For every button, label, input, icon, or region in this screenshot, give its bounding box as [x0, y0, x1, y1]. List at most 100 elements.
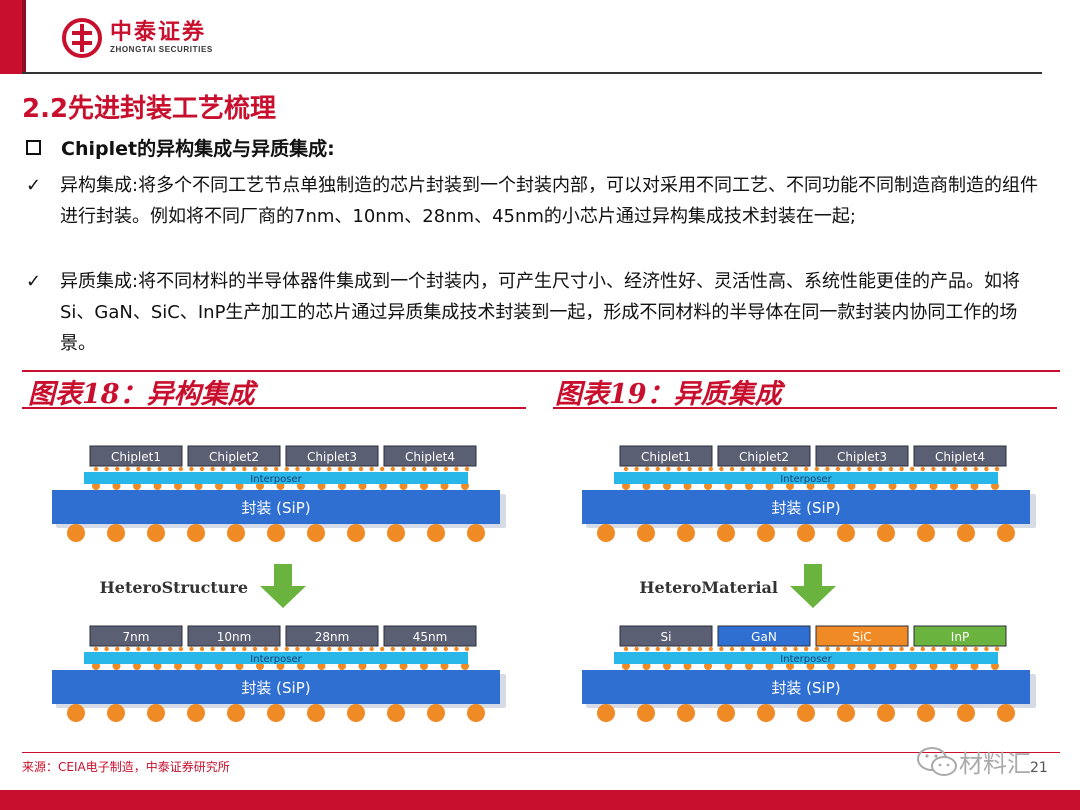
chip-bump [274, 646, 279, 652]
chip-bump [284, 466, 289, 472]
chip-bump [867, 466, 872, 472]
chiplet-label: Chiplet3 [307, 450, 357, 464]
chip-bump [761, 466, 766, 472]
solder-bump [147, 524, 165, 542]
chip-bump [411, 646, 417, 652]
solder-bump [917, 704, 935, 722]
chiplet-die [815, 445, 909, 467]
interposer-label: Interposer [780, 654, 832, 665]
chip-bump [348, 466, 353, 472]
chip-bump [814, 466, 819, 472]
interposer [84, 472, 468, 484]
chip-bump [252, 466, 258, 472]
arrow-label: HeteroMaterial [639, 578, 778, 597]
chip-bump [221, 646, 226, 652]
chip-bump [433, 466, 438, 472]
chip-bump [676, 646, 682, 652]
chip-bump [369, 466, 374, 472]
chip-bump [231, 646, 236, 652]
bullet-text: 异构集成:将多个不同工艺节点单独制造的芯片封装到一个封装内部，可以对采用不同工艺… [60, 175, 1039, 227]
chiplet-die [815, 625, 909, 647]
chiplet-die [913, 625, 1007, 647]
chip-bump [878, 466, 883, 472]
chip-bump [231, 466, 236, 472]
figure-18-rule [22, 407, 526, 409]
chiplet-die [383, 445, 477, 467]
chip-bump [221, 466, 226, 472]
chip-bump [380, 646, 385, 652]
package-substrate [582, 670, 1030, 704]
chip-bump [719, 466, 724, 472]
chip-bump [199, 646, 205, 652]
chiplet-label: Chiplet1 [111, 450, 161, 464]
chip-bump [687, 646, 692, 652]
chip-bump [358, 466, 364, 472]
chip-bump [189, 646, 194, 652]
header-accent-bar [0, 0, 22, 74]
chip-bump [136, 466, 141, 472]
chip-bump [316, 466, 321, 472]
chip-bump [772, 646, 777, 652]
chip-bump [782, 466, 788, 472]
chip-bump [189, 466, 194, 472]
chip-bump [804, 466, 809, 472]
chiplet-label: Chiplet3 [837, 450, 887, 464]
watermark: 材料汇 [915, 744, 1031, 779]
chip-bump [274, 466, 279, 472]
solder-bump [597, 524, 615, 542]
header-divider [22, 72, 1042, 74]
solder-bump [877, 704, 895, 722]
chip-bump [125, 646, 130, 652]
solder-bump [637, 704, 655, 722]
chip-bump [835, 466, 841, 472]
interposer-label: Interposer [780, 474, 832, 485]
solder-bump [267, 524, 285, 542]
logo-cn-text: 中泰证券 [110, 20, 207, 45]
footer-bar [0, 790, 1080, 810]
solder-bump [227, 524, 245, 542]
solder-bump [387, 704, 405, 722]
bullet-heteromaterial: ✓ 异质集成:将不同材料的半导体器件集成到一个封装内，可产生尺寸小、经济性好、灵… [26, 266, 1040, 359]
chip-bump [295, 466, 300, 472]
solder-bump [347, 704, 365, 722]
chip-bump [719, 646, 724, 652]
chip-bump [782, 646, 788, 652]
square-bullet-icon [26, 140, 41, 155]
interposer [84, 652, 468, 664]
chip-bump [740, 646, 745, 652]
solder-bump [307, 704, 325, 722]
transform-arrow: HeteroStructure [100, 564, 306, 608]
chip-bump [263, 466, 268, 472]
chiplet-label: 7nm [123, 630, 150, 644]
solder-bump [187, 704, 205, 722]
solder-bump [997, 704, 1015, 722]
solder-bump [757, 704, 775, 722]
chip-bump [676, 466, 682, 472]
chip-bump [708, 466, 713, 472]
chiplet-die [619, 625, 713, 647]
chip-bump [125, 466, 130, 472]
chip-bump [910, 646, 915, 652]
chiplet-label: GaN [751, 630, 777, 644]
chip-bump [793, 646, 798, 652]
package-substrate [52, 490, 500, 524]
chip-bump [857, 466, 862, 472]
package-substrate [582, 490, 1030, 524]
chip-bump [401, 646, 406, 652]
solder-bump [957, 704, 975, 722]
chip-bump [104, 466, 109, 472]
chip-bump [210, 466, 215, 472]
chip-bump [93, 466, 99, 472]
subtitle-text: Chiplet的异构集成与异质集成: [61, 138, 335, 160]
chip-bump [199, 466, 205, 472]
page-number: 21 [1030, 760, 1048, 776]
chip-bump [666, 646, 671, 652]
wechat-icon [917, 746, 957, 776]
figure-18-title: 图表18：异构集成 [28, 379, 255, 410]
chiplet-die [89, 625, 183, 647]
solder-bump [997, 524, 1015, 542]
chip-bump [358, 646, 364, 652]
solder-bump [227, 704, 245, 722]
